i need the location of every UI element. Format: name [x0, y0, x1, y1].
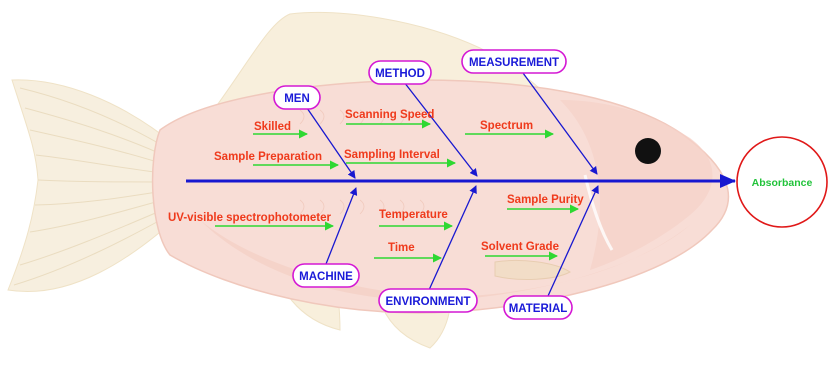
effect: Absorbance [737, 137, 827, 227]
category-environment: ENVIRONMENT [379, 289, 477, 312]
cause-spectrum: Spectrum [480, 120, 533, 132]
cause-sample-preparation: Sample Preparation [214, 151, 322, 163]
category-measurement: MEASUREMENT [462, 50, 566, 73]
cause-sampling-interval: Sampling Interval [344, 149, 440, 161]
category-method: METHOD [369, 61, 431, 84]
category-method-label: METHOD [375, 68, 425, 80]
effect-label: Absorbance [752, 177, 813, 189]
category-machine-label: MACHINE [299, 271, 353, 283]
cause-scanning-speed: Scanning Speed [345, 109, 434, 121]
category-environment-label: ENVIRONMENT [386, 296, 471, 308]
cause-sample-purity: Sample Purity [507, 194, 584, 206]
cause-uv-visible: UV-visible spectrophotometer [168, 212, 331, 224]
cause-time: Time [388, 242, 415, 254]
category-material: MATERIAL [504, 296, 572, 319]
cause-temperature: Temperature [379, 209, 448, 221]
category-measurement-label: MEASUREMENT [469, 57, 559, 69]
category-machine: MACHINE [293, 264, 359, 287]
cause-skilled: Skilled [254, 121, 291, 133]
cause-solvent-grade: Solvent Grade [481, 241, 559, 253]
category-material-label: MATERIAL [509, 303, 568, 315]
category-men-label: MEN [284, 93, 310, 105]
fish-eye [635, 138, 661, 164]
category-men: MEN [274, 86, 320, 109]
